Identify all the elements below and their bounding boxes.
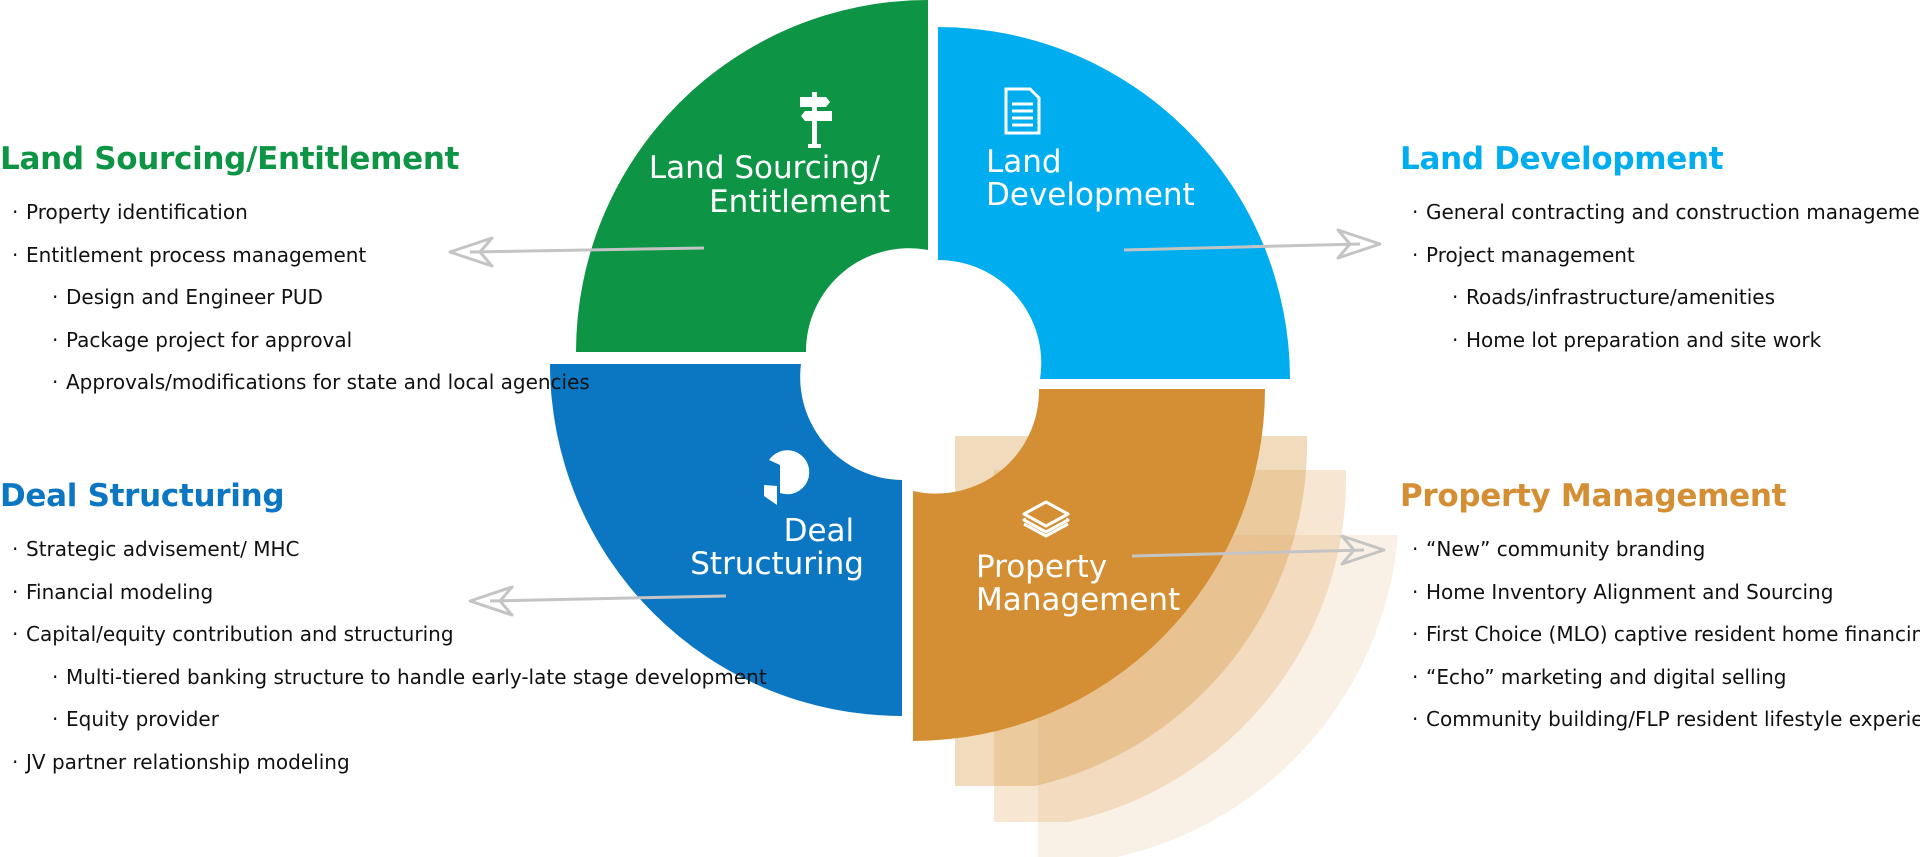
panel-list-deal-structuring: · Strategic advisement/ MHC · Financial mod… <box>0 528 767 783</box>
list-item-text: Approvals/modifications for state and lo… <box>66 370 590 394</box>
list-item-text: Home Inventory Alignment and Sourcing <box>1426 579 1834 604</box>
arrow-to-land-development <box>1123 228 1382 260</box>
panel-list-property-management: · “New” community branding · Home Inventory… <box>1400 528 1920 741</box>
arrow-to-land-sourcing <box>448 236 705 268</box>
bullet-dot: · <box>12 537 19 561</box>
bullet-dot: · <box>1412 664 1419 689</box>
list-item: · Equity provider <box>12 698 767 741</box>
arrow-to-property-management <box>1131 534 1386 566</box>
list-item-text: Equity provider <box>66 707 219 731</box>
arrow-to-deal-structuring <box>468 585 727 617</box>
list-item: · Home lot preparation and site work <box>1412 319 1920 362</box>
bullet-dot: · <box>1412 537 1419 561</box>
list-item: · Property identification <box>12 191 590 234</box>
list-item-text: “New” community branding <box>1426 537 1706 561</box>
panel-title-property-management: Property Management <box>1400 478 1787 514</box>
list-item: · General contracting and construction ma… <box>1412 191 1920 234</box>
list-item-text: Roads/infrastructure/amenities <box>1466 285 1775 309</box>
bullet-dot: · <box>12 200 19 224</box>
list-item: · “Echo” marketing and digital selling <box>1412 656 1920 699</box>
segment-property-management[interactable] <box>913 389 1265 741</box>
list-item-text: Community building/FLP resident lifestyl… <box>1426 707 1920 731</box>
panel-title-land-development: Land Development <box>1400 141 1724 177</box>
panel-deal-structuring: Deal Structuring · Strategic advisement/ … <box>0 478 767 783</box>
list-item: · Approvals/modifications for state and l… <box>12 361 590 404</box>
list-item: · “New” community branding <box>1412 528 1920 571</box>
list-item-text: Design and Engineer PUD <box>66 285 323 309</box>
list-item: · Design and Engineer PUD <box>12 276 590 319</box>
bullet-dot: · <box>52 664 59 689</box>
segment-label-land-development: Land Development <box>986 144 1195 213</box>
list-item-text: Package project for approval <box>66 327 353 352</box>
panel-property-management: Property Management · “New” community bra… <box>1400 478 1920 741</box>
list-item: · Home Inventory Alignment and Sourcing <box>1412 571 1920 614</box>
list-item-text: Property identification <box>26 200 248 224</box>
bullet-dot: · <box>1412 707 1419 731</box>
list-item: · Financial modeling <box>12 571 767 614</box>
bullet-dot: · <box>12 242 19 267</box>
list-item-text: Home lot preparation and site work <box>1466 327 1822 352</box>
list-item: · Strategic advisement/ MHC <box>12 528 767 571</box>
bullet-dot: · <box>1412 579 1419 604</box>
layers-icon <box>1022 500 1070 538</box>
document-icon <box>1004 87 1041 135</box>
segment-land-sourcing[interactable] <box>576 0 928 352</box>
pie-chart-icon <box>764 450 810 505</box>
segment-label-property-management: Property Management <box>976 549 1180 618</box>
panel-title-land-sourcing: Land Sourcing/Entitlement <box>0 141 460 177</box>
panel-title-deal-structuring: Deal Structuring <box>0 478 285 514</box>
list-item-text: Financial modeling <box>26 579 214 604</box>
list-item: · Roads/infrastructure/amenities <box>1412 276 1920 319</box>
list-item-text: First Choice (MLO) captive resident home… <box>1426 622 1920 646</box>
list-item: · Multi-tiered banking structure to handl… <box>12 656 767 699</box>
bullet-dot: · <box>12 749 19 774</box>
panel-land-sourcing: Land Sourcing/Entitlement · Property iden… <box>0 141 590 404</box>
bullet-dot: · <box>1452 285 1459 309</box>
list-item-text: Multi-tiered banking structure to handle… <box>66 664 767 689</box>
list-item-text: Strategic advisement/ MHC <box>26 537 300 561</box>
signpost-icon <box>800 92 832 148</box>
bullet-dot: · <box>1452 327 1459 352</box>
bullet-dot: · <box>52 285 59 309</box>
list-item: · First Choice (MLO) captive resident hom… <box>1412 613 1920 656</box>
list-item: · Capital/equity contribution and structu… <box>12 613 767 656</box>
list-item-text: General contracting and construction man… <box>1426 200 1920 224</box>
segment-label-land-sourcing: Land Sourcing/ Entitlement <box>649 150 890 220</box>
list-item: · JV partner relationship modeling <box>12 741 767 784</box>
list-item-text: Project management <box>1426 242 1635 267</box>
list-item-text: Capital/equity contribution and structur… <box>26 622 454 646</box>
list-item-text: “Echo” marketing and digital selling <box>1426 664 1787 689</box>
bullet-dot: · <box>1412 242 1419 267</box>
bullet-dot: · <box>12 622 19 646</box>
list-item: · Project management <box>1412 234 1920 277</box>
panel-land-development: Land Development · General contracting an… <box>1400 141 1920 361</box>
bullet-dot: · <box>52 327 59 352</box>
panel-list-land-sourcing: · Property identification · Entitlement pro… <box>0 191 590 404</box>
bullet-dot: · <box>52 370 59 394</box>
bullet-dot: · <box>1412 622 1419 646</box>
bullet-dot: · <box>12 579 19 604</box>
list-item-text: JV partner relationship modeling <box>26 749 350 774</box>
segment-land-development[interactable] <box>938 27 1290 379</box>
bullet-dot: · <box>52 707 59 731</box>
panel-list-land-development: · General contracting and construction ma… <box>1400 191 1920 361</box>
segment-deal-structuring[interactable] <box>550 364 902 716</box>
list-item: · Community building/FLP resident lifesty… <box>1412 698 1920 741</box>
list-item-text: Entitlement process management <box>26 242 367 267</box>
bullet-dot: · <box>1412 200 1419 224</box>
list-item: · Package project for approval <box>12 319 590 362</box>
segment-label-deal-structuring: Deal Structuring <box>690 513 864 582</box>
list-item: · Entitlement process management <box>12 234 590 277</box>
